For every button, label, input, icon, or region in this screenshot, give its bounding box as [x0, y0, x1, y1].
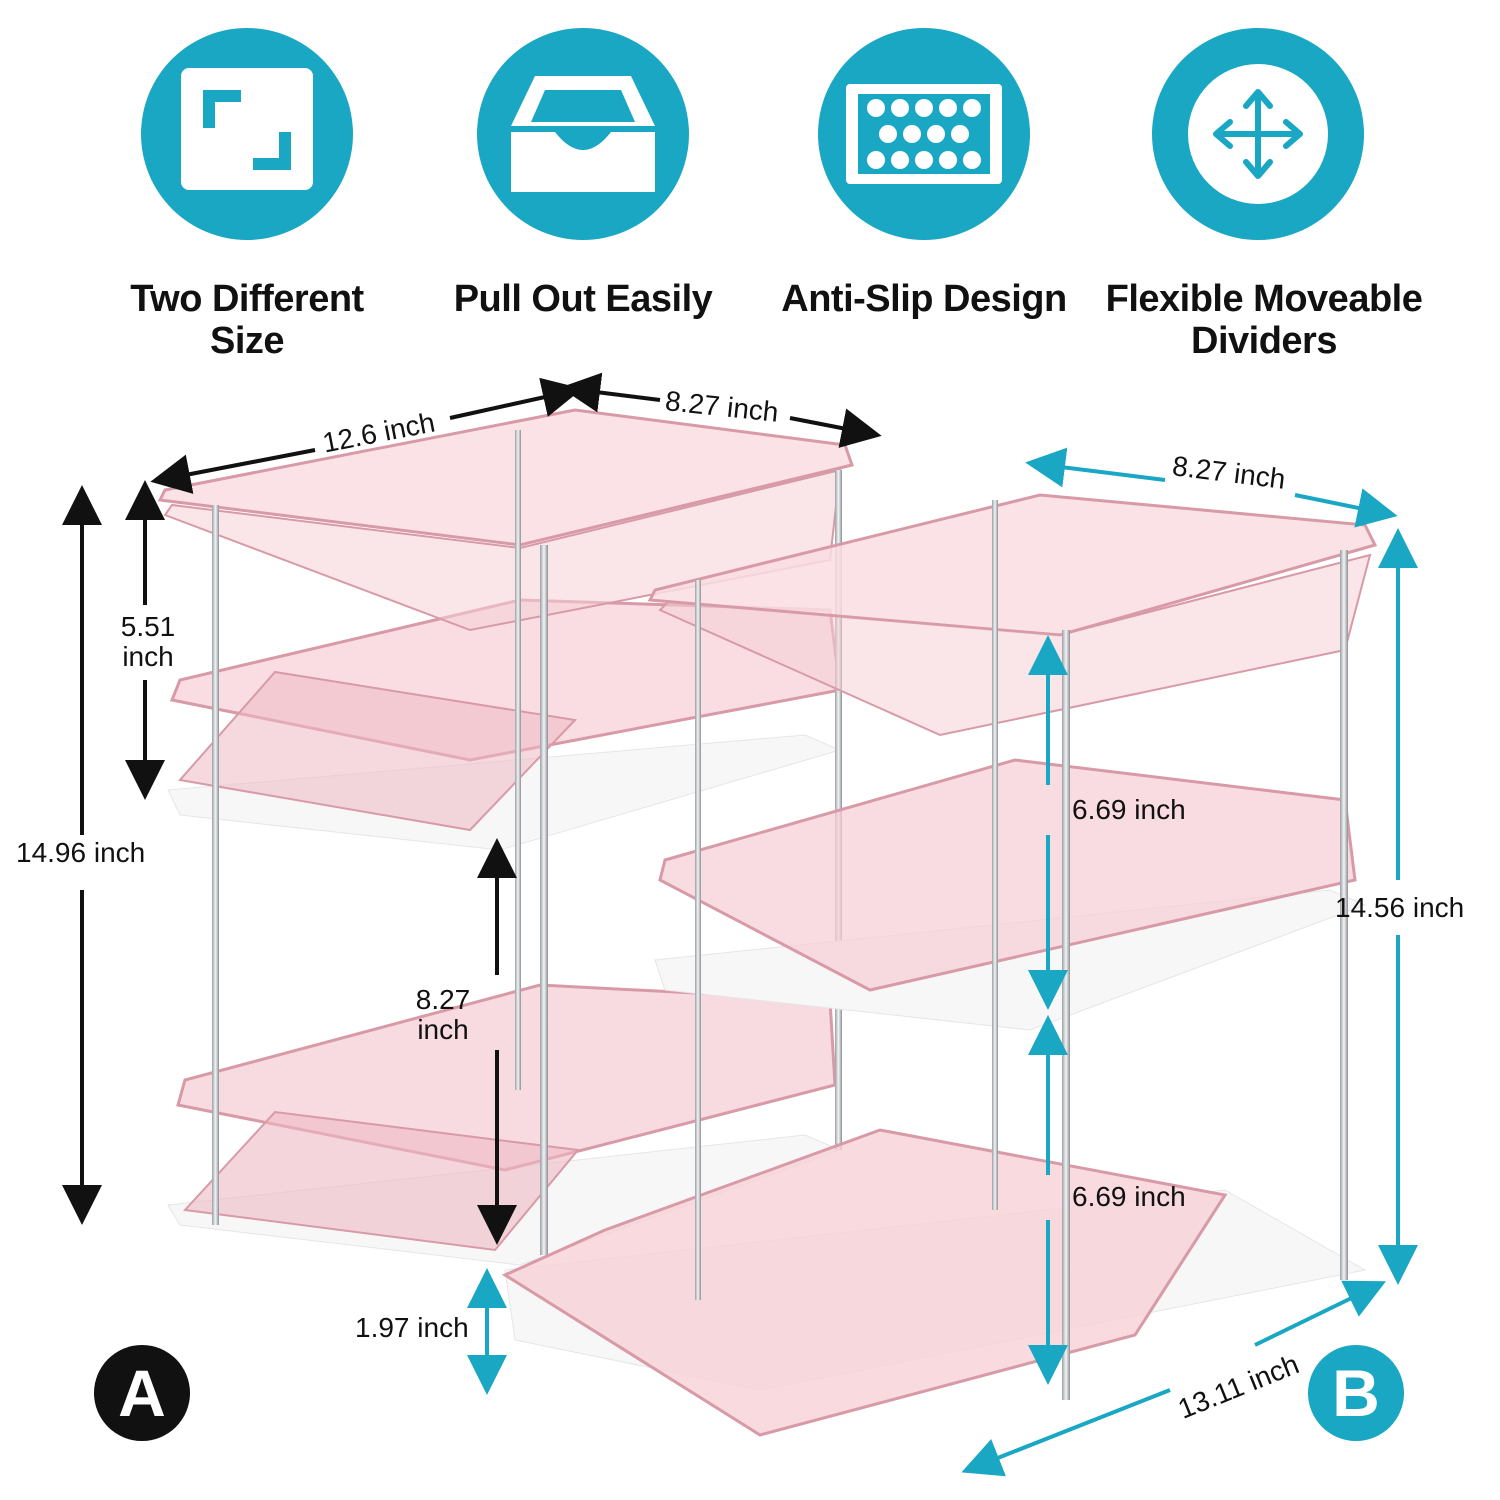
dim-b-top-height: 6.69 inch [1072, 794, 1186, 825]
feature-label: Anti-Slip Design [781, 278, 1067, 320]
pull-out-drawer-icon [477, 28, 689, 240]
dim-a-top-height: 5.51 inch [120, 611, 176, 672]
dim-a-total-height: 14.96 inch [16, 837, 146, 868]
dim-a-bottom-height: 8.27 inch [415, 984, 471, 1045]
dim-a-base-height: 1.97 inch [355, 1312, 469, 1343]
dim-b-bottom-height: 6.69 inch [1072, 1181, 1186, 1212]
badge-b: B [1308, 1345, 1404, 1441]
badge-a: A [94, 1345, 190, 1441]
anti-slip-mat-icon [818, 28, 1030, 240]
feature-label: Two Different Size [130, 278, 364, 362]
feature-label: Flexible Moveable Dividers [1105, 278, 1423, 362]
move-arrows-icon [1152, 28, 1364, 240]
dim-b-total-height: 14.56 inch [1335, 892, 1465, 923]
organizer-b [501, 493, 1378, 1437]
size-corners-icon [141, 28, 353, 240]
feature-label: Pull Out Easily [453, 278, 713, 320]
